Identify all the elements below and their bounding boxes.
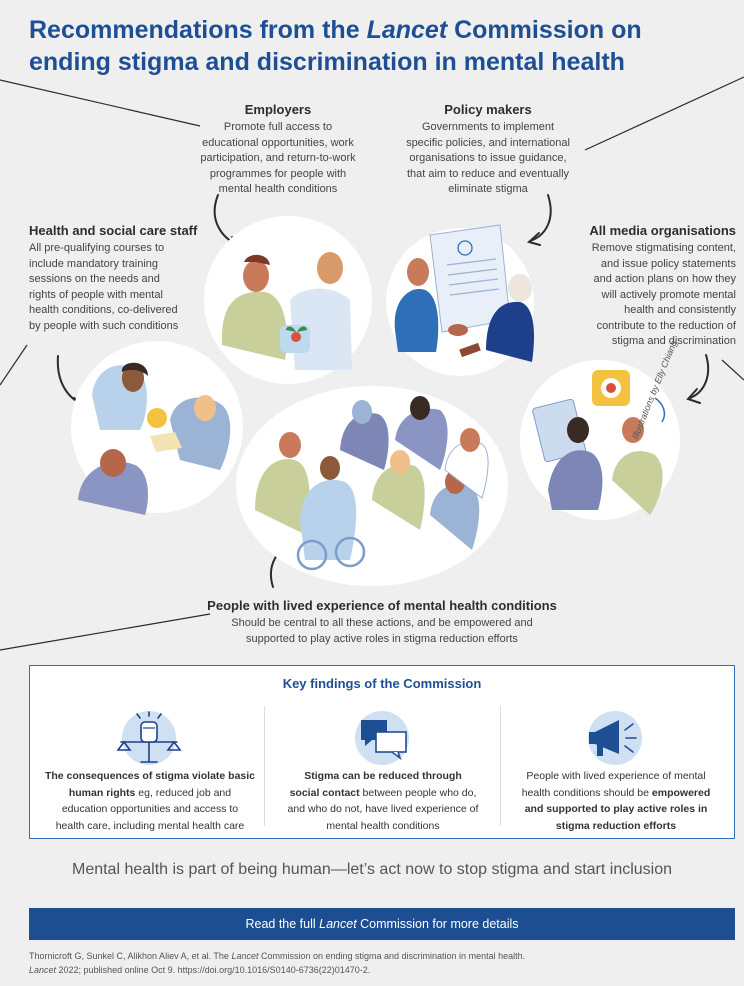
- citation-line1-post: Commission on ending stigma and discrimi…: [258, 951, 526, 961]
- finding-3-text: People with lived experience of mental h…: [504, 768, 728, 834]
- arrow-policy: [529, 194, 552, 242]
- employers-heading: Employers: [244, 102, 312, 117]
- title-line1-italic: Lancet: [366, 16, 448, 44]
- citation-line1-italic: Lancet: [231, 951, 259, 961]
- policy-text-line-2: specific policies, and international: [406, 136, 570, 149]
- citation-line1-pre: Thornicroft G, Sunkel C, Alikhon Aliev A…: [29, 951, 232, 961]
- finding-1-text-3: education opportunities and access to: [61, 803, 239, 815]
- arrowhead-policy: [526, 232, 541, 246]
- health-staff-block: Health and social care staff All pre-qua…: [29, 222, 209, 334]
- finding-human-rights: The consequences of stigma violate basic…: [38, 706, 262, 832]
- banner-text-italic: Lancet: [319, 917, 357, 931]
- tagline: Mental health is part of being human—let…: [71, 861, 673, 878]
- connector-line-lived: [0, 613, 211, 651]
- banner-text-pre: Read the full: [245, 917, 320, 931]
- health-staff-figures: [78, 362, 231, 515]
- page-title: Recommendations from the Lancet Commissi…: [29, 14, 729, 78]
- media-text-line-6: contribute to the reduction of: [596, 319, 736, 332]
- health-staff-text-line-1: All pre-qualifying courses to: [29, 242, 165, 254]
- key-findings-title: Key findings of the Commission: [282, 676, 482, 691]
- illustration-layer: [0, 76, 744, 651]
- media-block: All media organisations Remove stigmatis…: [548, 222, 736, 350]
- policy-figures: [394, 224, 535, 362]
- connector-line-health: [0, 344, 28, 386]
- speech-bubbles-icon: [355, 711, 409, 765]
- media-text-line-3: and action plans on how they: [593, 273, 737, 285]
- connector-line-employers: [0, 79, 201, 127]
- lived-experience-block: People with lived experience of mental h…: [170, 597, 594, 647]
- finding-1-text-2: eg, reduced job and: [135, 786, 232, 799]
- finding-1-text-4: health care, including mental health car…: [55, 819, 245, 832]
- media-text-line-5: health and consistently: [624, 304, 736, 316]
- lived-experience-text-line-2: supported to play active roles in stigma…: [246, 632, 518, 645]
- media-heading: All media organisations: [589, 223, 736, 238]
- finding-3-text-1: People with lived experience of mental: [526, 770, 706, 782]
- policy-block: Policy makers Governments to implement s…: [388, 101, 588, 198]
- employers-text-line-3: participation, and return-to-work: [200, 152, 356, 164]
- finding-2-text-3: and who do not, have lived experience of: [287, 803, 479, 815]
- employers-text-line-2: educational opportunities, work: [202, 136, 354, 149]
- employers-text-line-5: mental health conditions: [218, 183, 338, 195]
- finding-3-bold-3: and supported to play active roles in: [524, 803, 708, 815]
- finding-2-text-4: mental health conditions: [326, 819, 440, 832]
- scales-fist-icon: [116, 711, 182, 765]
- finding-2-bold-1: Stigma can be reduced through: [304, 770, 462, 782]
- finding-2-text: Stigma can be reduced through social con…: [271, 768, 495, 834]
- title-line1-pre: Recommendations from the: [29, 16, 367, 44]
- finding-3-bold-4: stigma reduction efforts: [555, 819, 677, 832]
- key-findings-box: Key findings of the Commission The conse…: [29, 665, 735, 839]
- lived-experience-heading: People with lived experience of mental h…: [207, 598, 557, 613]
- health-staff-text-line-4: rights of people with mental: [29, 288, 163, 301]
- finding-3-text-2: health conditions should be: [521, 786, 652, 799]
- employers-text-line-1: Promote full access to: [223, 121, 333, 133]
- megaphone-icon: [588, 711, 642, 765]
- media-text-line-2: and issue policy statements: [600, 257, 736, 270]
- health-staff-text-line-2: include mandatory training: [29, 257, 159, 270]
- citation-line2-italic: Lancet: [29, 965, 57, 975]
- media-figures: [532, 370, 666, 515]
- lived-experience-crowd: [255, 396, 489, 571]
- policy-heading: Policy makers: [444, 102, 532, 117]
- arrowhead-media: [686, 388, 701, 404]
- banner-text-post: Commission for more details: [356, 917, 519, 931]
- finding-1-bold-2: human rights: [68, 786, 136, 799]
- read-commission-banner[interactable]: Read the full Lancet Commission for more…: [29, 908, 735, 940]
- citation-line2-post: 2022; published online Oct 9. https://do…: [56, 965, 371, 975]
- findings-divider-2: [500, 706, 501, 826]
- media-text-line-7: stigma and discrimination: [611, 335, 736, 347]
- media-text-line-1: Remove stigmatising content,: [591, 242, 736, 254]
- employers-text-line-4: programmes for people with: [209, 167, 347, 180]
- health-staff-heading: Health and social care staff: [29, 223, 198, 238]
- health-staff-text-line-6: by people with such conditions: [29, 319, 179, 332]
- finding-social-contact: Stigma can be reduced through social con…: [271, 706, 495, 832]
- findings-divider-1: [264, 706, 265, 826]
- finding-1-bold-1: The consequences of stigma violate basic: [44, 770, 256, 782]
- title-line1-post: Commission on: [447, 16, 642, 44]
- citation: Thornicroft G, Sunkel C, Alikhon Aliev A…: [29, 949, 729, 977]
- arrow-media: [689, 354, 710, 399]
- media-text-line-4: will actively promote mental: [601, 288, 737, 301]
- policy-text-line-4: that aim to reduce and eventually: [406, 167, 570, 180]
- title-line2: ending stigma and discrimination in ment…: [29, 48, 625, 76]
- finding-empowerment: People with lived experience of mental h…: [504, 706, 728, 832]
- health-staff-text-line-5: health conditions, co-delivered: [29, 304, 178, 316]
- employers-block: Employers Promote full access to educati…: [180, 101, 376, 198]
- policy-text-line-3: organisations to issue guidance,: [409, 152, 567, 164]
- connector-line-media: [721, 359, 744, 381]
- policy-text-line-5: eliminate stigma: [448, 183, 528, 195]
- lived-experience-text-line-1: Should be central to all these actions, …: [231, 617, 533, 629]
- connector-line-policy: [584, 76, 744, 151]
- health-staff-text-line-3: sessions on the needs and: [29, 273, 160, 285]
- finding-2-bold-2: social contact: [289, 786, 360, 799]
- employers-figures: [221, 252, 352, 370]
- policy-text-line-1: Governments to implement: [421, 121, 555, 133]
- finding-2-text-2: between people who do,: [359, 786, 477, 799]
- finding-3-bold-2: empowered: [651, 786, 711, 799]
- finding-1-text: The consequences of stigma violate basic…: [38, 768, 262, 834]
